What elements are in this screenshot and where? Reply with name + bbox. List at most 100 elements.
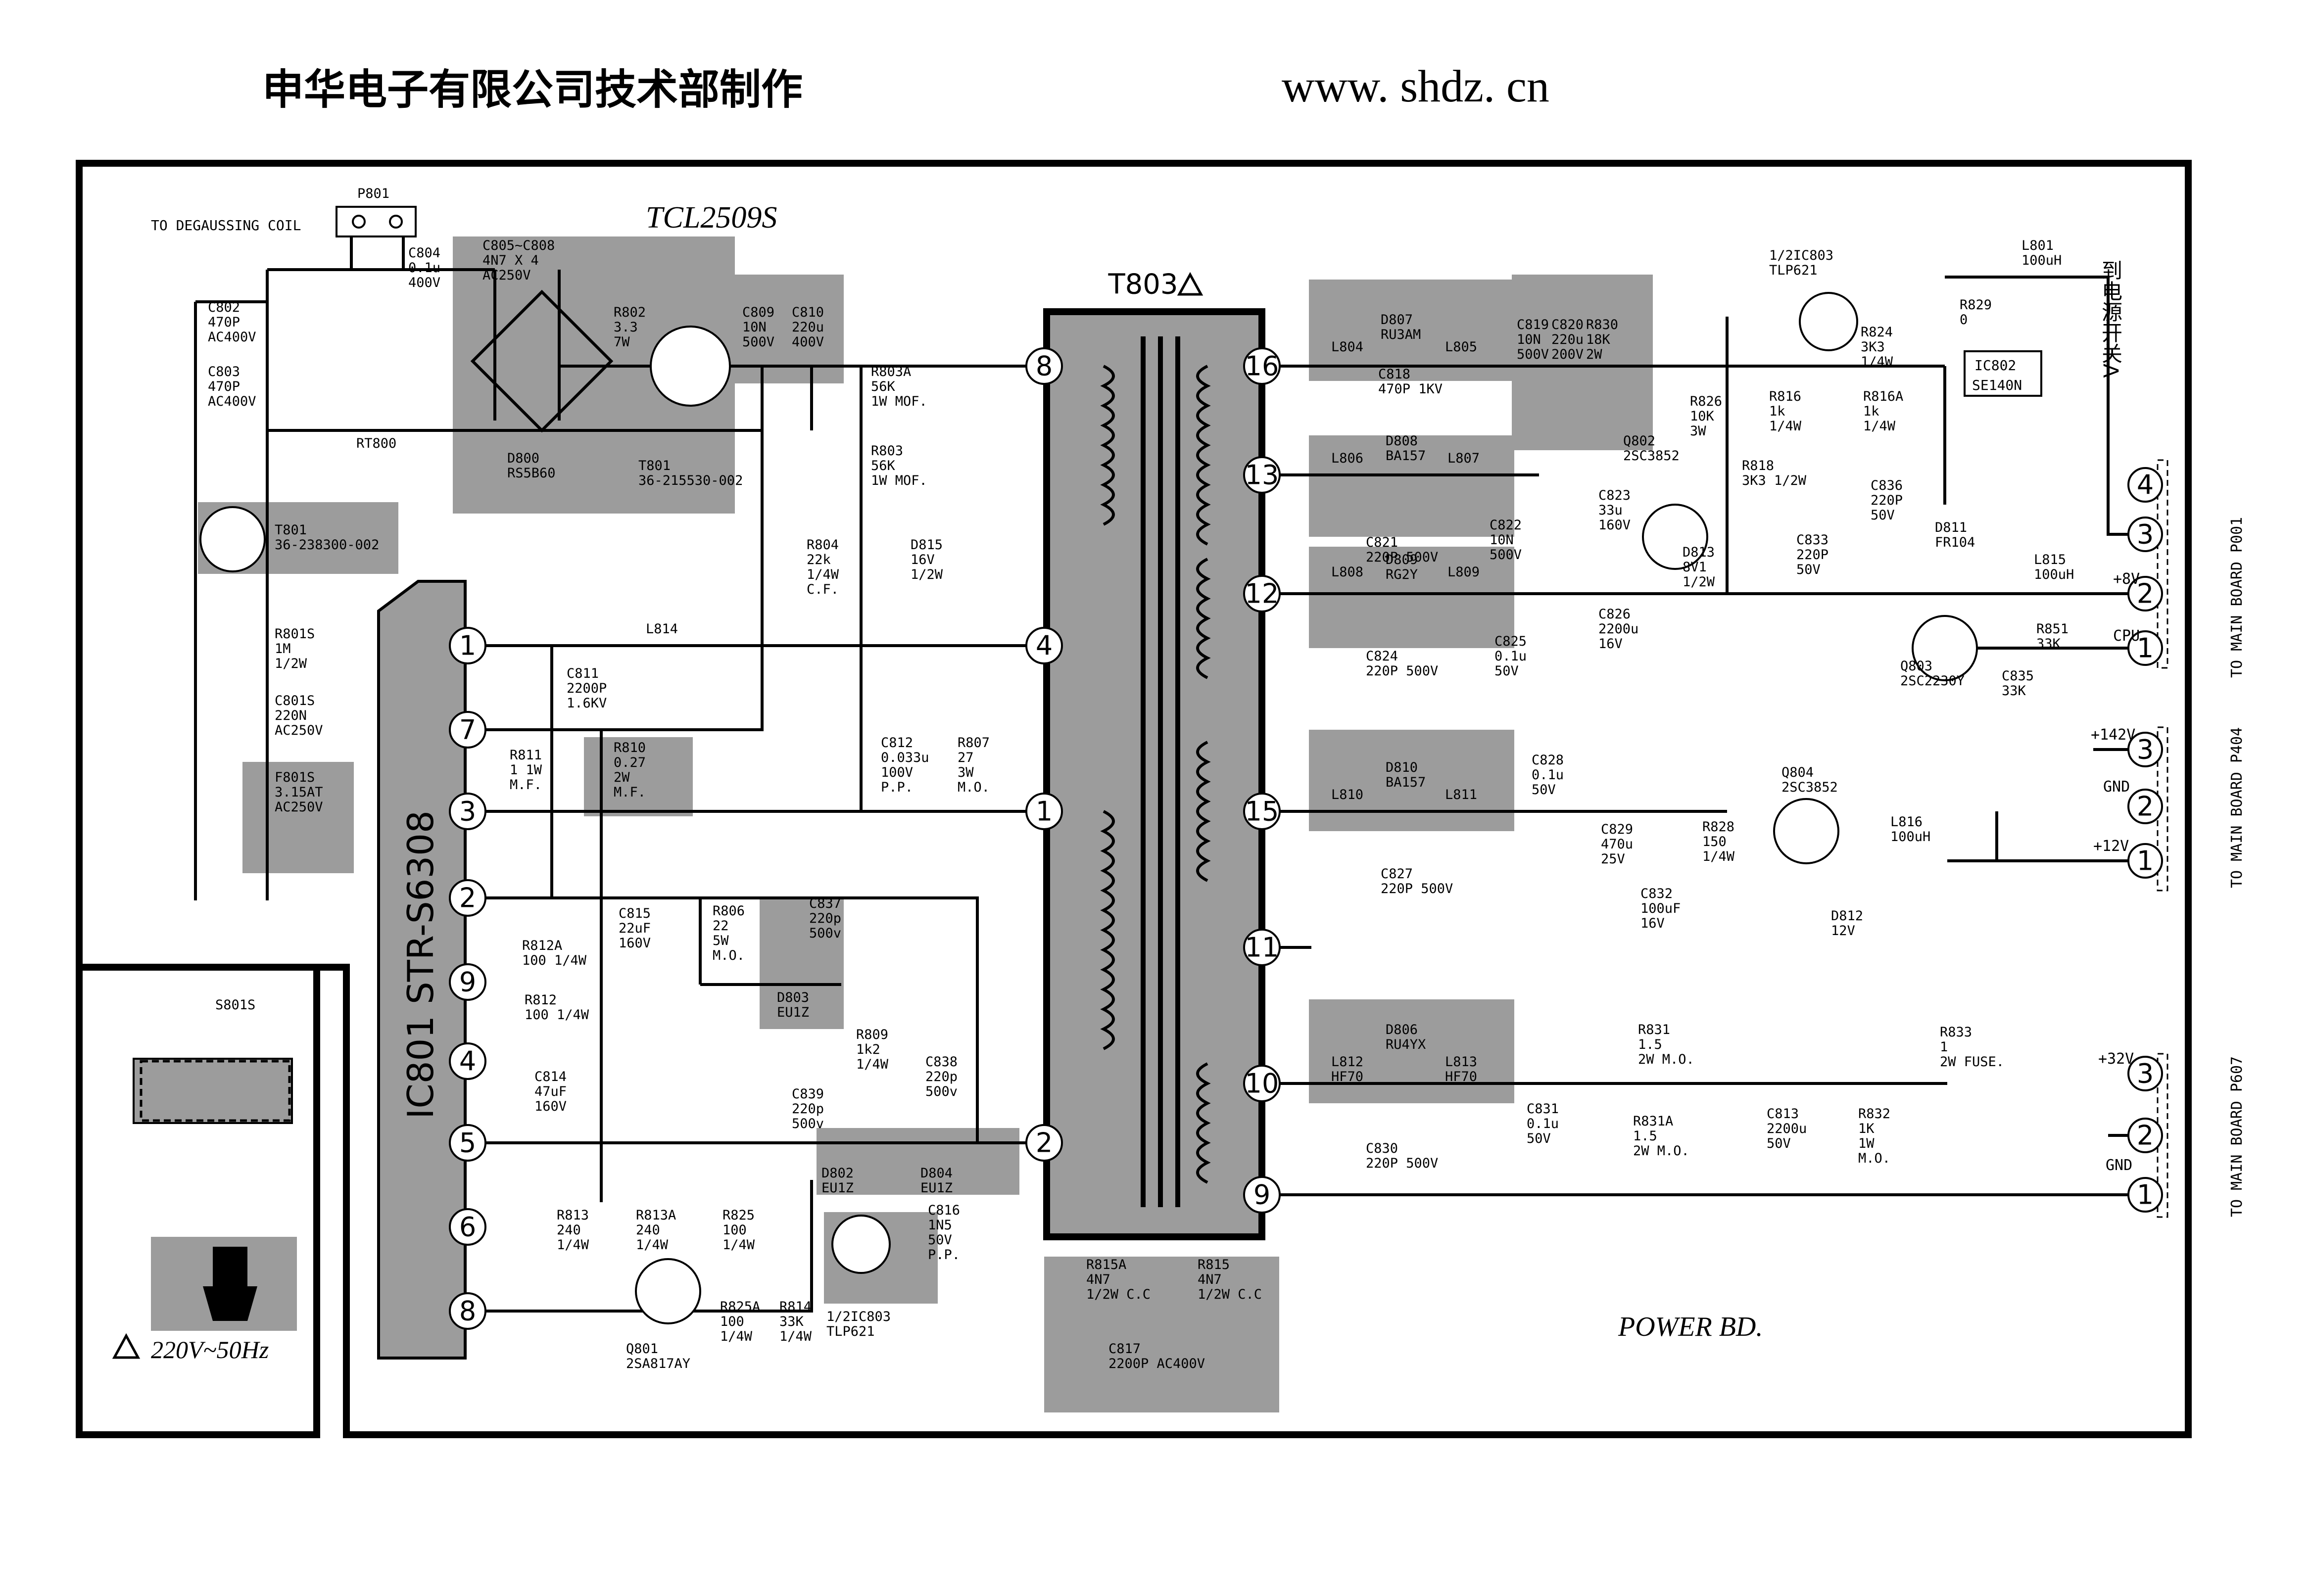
svg-text:3: 3 — [2137, 519, 2154, 550]
component-label-rt800: RT800 — [356, 436, 396, 451]
component-label-p801: P801 — [357, 186, 389, 201]
ic801-body: IC801 STR-S6308 — [377, 580, 467, 1360]
svg-text:+8V: +8V — [2113, 570, 2140, 588]
q804-symbol — [1773, 798, 1839, 864]
svg-text:2: 2 — [2137, 791, 2154, 822]
svg-text:+142V: +142V — [2091, 726, 2135, 744]
svg-text:3: 3 — [459, 796, 476, 827]
svg-text:4: 4 — [1036, 630, 1053, 661]
component-label-l806: L806 — [1331, 451, 1363, 466]
degauss-label: TO DEGAUSSING COIL — [151, 217, 301, 234]
ic801-pins: 1 7 3 2 9 4 5 6 8 — [449, 627, 486, 1330]
svg-text:12: 12 — [1245, 578, 1279, 610]
svg-text:GND: GND — [2103, 778, 2130, 796]
connector-title: TO MAIN BOARD P001 — [2228, 517, 2246, 678]
svg-text:8: 8 — [459, 1296, 476, 1327]
board-border — [76, 160, 2192, 1438]
component-label-l814: L814 — [646, 621, 678, 637]
svg-text:1: 1 — [2137, 845, 2154, 877]
connector-p607: 3 2 1 +32V GND TO MAIN BOARD P607 — [2098, 1050, 2246, 1218]
component-label-s801s: S801S — [215, 997, 255, 1013]
svg-text:2: 2 — [1036, 1127, 1053, 1159]
q801-symbol — [635, 1258, 701, 1324]
svg-text:4: 4 — [459, 1046, 476, 1077]
website-url: www. shdz. cn — [1282, 61, 1549, 111]
svg-text:+12V: +12V — [2093, 838, 2129, 855]
svg-text:13: 13 — [1245, 460, 1279, 491]
component-label-l809: L809 — [1447, 564, 1480, 580]
svg-text:3: 3 — [2137, 1058, 2154, 1089]
q802-symbol — [1642, 504, 1708, 570]
transformer-label: T803 — [1107, 269, 1178, 301]
svg-text:10: 10 — [1245, 1068, 1279, 1099]
warning-icon — [112, 1333, 141, 1359]
svg-text:SE140N: SE140N — [1972, 377, 2022, 393]
svg-text:7: 7 — [459, 714, 476, 746]
svg-text:2: 2 — [2137, 1120, 2154, 1151]
svg-text:4: 4 — [2137, 469, 2154, 501]
connector-p404: 3 2 1 +142V GND +12V TO MAIN BOARD P404 — [2091, 726, 2246, 892]
shaded-blocks — [133, 236, 1653, 1412]
model-title: TCL2509S — [646, 201, 777, 235]
component-label-l805: L805 — [1445, 339, 1477, 355]
svg-text:11: 11 — [1245, 932, 1279, 963]
connector-p001: 4 3 2 1 +8V CPU TO MAIN BOARD P001 — [2113, 459, 2246, 678]
ic801-label: IC801 STR-S6308 — [400, 810, 441, 1119]
